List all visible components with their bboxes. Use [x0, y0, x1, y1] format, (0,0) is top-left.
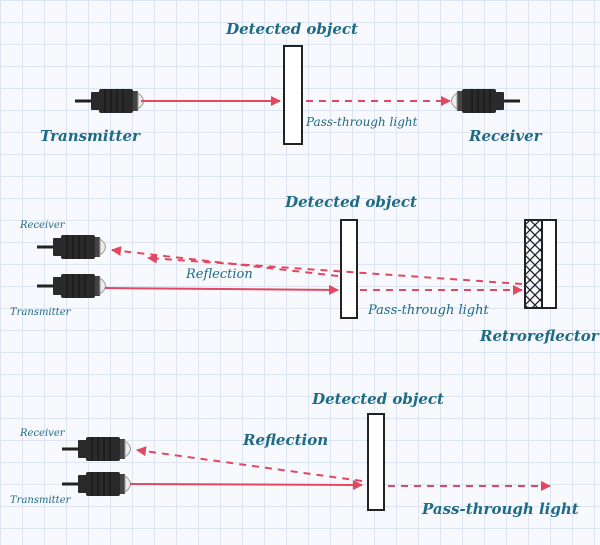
transmitter-sensor-icon-2 [35, 272, 107, 300]
detected-object-3 [367, 413, 385, 511]
transmitter-icon [73, 87, 145, 115]
receiver-label-2: Receiver [19, 220, 66, 231]
receiver-sensor-icon-2 [35, 233, 107, 261]
transmitter-label-2: Transmitter [10, 307, 72, 318]
diagram-retroreflective: Detected object Receiver Transmitter Ref… [10, 193, 600, 345]
pass-through-label-3: Pass-through light [421, 500, 579, 518]
retroreflector-label: Retroreflector [479, 327, 600, 345]
receiver-icon [450, 87, 522, 115]
transmitter-sensor-icon-3 [60, 470, 132, 498]
detected-object-1 [283, 45, 303, 145]
receiver-label-3: Receiver [19, 428, 66, 439]
emitted-beam-3 [129, 479, 363, 490]
detected-object-label-2: Detected object [284, 193, 417, 211]
detected-object-label-3: Detected object [311, 390, 444, 408]
transmitter-label-3: Transmitter [10, 495, 72, 506]
retroreflector-plate [541, 219, 557, 309]
retroreflector-hatch [524, 219, 543, 309]
emitted-beam-2 [104, 284, 339, 295]
pass-through-label-2: Pass-through light [367, 303, 489, 318]
transmitter-label-1: Transmitter [40, 127, 141, 145]
detected-object-label-1: Detected object [225, 20, 358, 38]
pass-through-label-1: Pass-through light [305, 115, 418, 129]
reflection-label-2: Reflection [185, 267, 253, 282]
receiver-sensor-icon-3 [60, 435, 132, 463]
reflection-label-3: Reflection [242, 431, 328, 449]
detected-object-2 [340, 219, 358, 319]
diagram-through-beam: Detected object Transmitter Pass-through… [40, 20, 543, 145]
reflection-beam-from-retroreflector-2 [147, 253, 523, 285]
diagram-diffuse-reflective: Detected object Receiver Transmitter Ref… [10, 390, 579, 518]
reflection-beam-3 [136, 446, 363, 482]
receiver-label-1: Receiver [468, 127, 543, 145]
